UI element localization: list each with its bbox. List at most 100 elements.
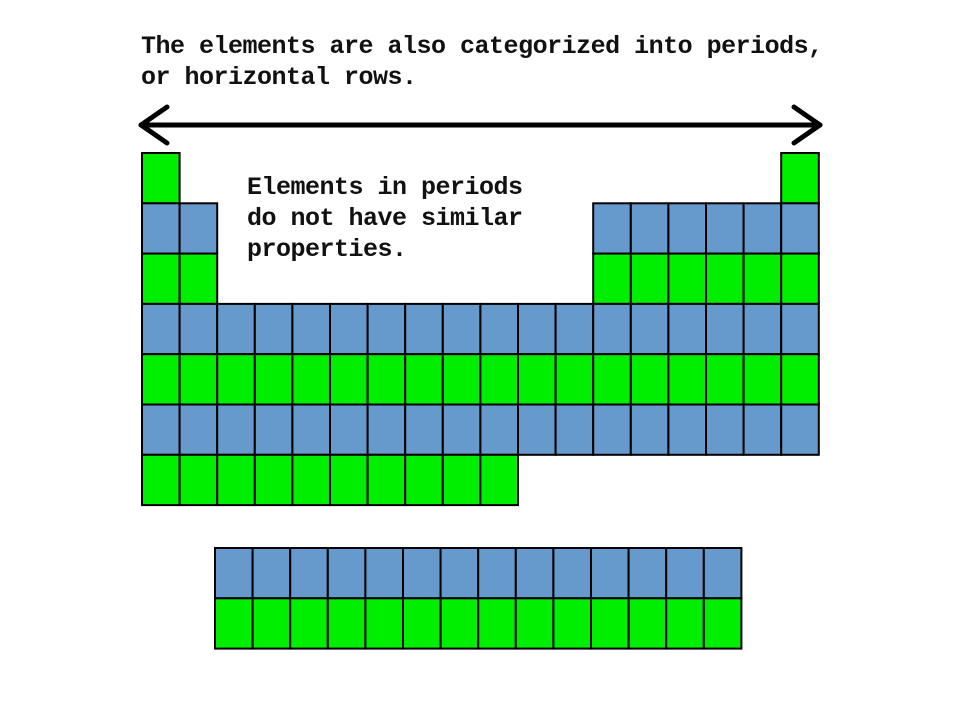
element-cell [592, 202, 632, 255]
element-cell [705, 252, 745, 305]
element-cell [667, 302, 708, 356]
element-cell [439, 547, 480, 600]
element-cell [441, 403, 482, 456]
period-5 [141, 353, 820, 406]
element-cell [402, 597, 442, 650]
element-cell [552, 547, 593, 600]
element-cell [665, 597, 705, 650]
arrow-head-left [138, 104, 170, 146]
element-cell [702, 597, 743, 650]
element-cell [629, 353, 670, 406]
element-cell [592, 252, 632, 305]
element-cell [291, 403, 331, 456]
element-cell [667, 202, 708, 255]
caption-mid-line-2: do not have similar [247, 204, 523, 233]
element-cell [592, 302, 632, 356]
main-table-grid [141, 152, 820, 507]
element-cell [329, 302, 369, 356]
element-cell [742, 353, 783, 406]
element-cell [441, 453, 482, 507]
element-cell [439, 597, 480, 650]
element-cell [216, 302, 256, 356]
element-cell [590, 597, 630, 650]
element-cell [552, 597, 593, 650]
period-6 [141, 403, 820, 456]
element-cell [141, 302, 181, 356]
element-cell [514, 597, 555, 650]
element-cell [627, 547, 668, 600]
element-cell [441, 302, 482, 356]
element-cell [178, 353, 219, 406]
element-cell [629, 302, 670, 356]
element-cell [141, 252, 181, 305]
element-cell [665, 547, 705, 600]
element-cell [366, 403, 407, 456]
element-cell [592, 403, 632, 456]
element-cell [629, 202, 670, 255]
element-cell [251, 597, 292, 650]
element-cell [366, 353, 407, 406]
element-cell [477, 597, 517, 650]
element-cell [141, 403, 181, 456]
element-cell [667, 252, 708, 305]
element-cell [479, 453, 519, 507]
lanthanide-row [214, 547, 743, 600]
element-cell [554, 302, 595, 356]
element-cell [366, 302, 407, 356]
element-cell [329, 353, 369, 406]
element-cell [479, 403, 519, 456]
element-cell [178, 202, 219, 255]
element-cell [216, 353, 256, 406]
element-cell [214, 547, 254, 600]
element-cell [404, 403, 444, 456]
element-cell [253, 453, 294, 507]
caption-mid-line-3: properties. [247, 235, 407, 264]
element-cell [479, 302, 519, 356]
arrow-head-right [791, 104, 823, 146]
element-cell [178, 252, 219, 305]
element-cell [780, 152, 820, 205]
element-cell [251, 547, 292, 600]
element-cell [141, 202, 181, 255]
element-cell [629, 403, 670, 456]
element-cell [253, 353, 294, 406]
element-cell [329, 403, 369, 456]
inner-transition-grid [214, 547, 743, 650]
element-cell [667, 403, 708, 456]
element-cell [291, 453, 331, 507]
element-cell [216, 403, 256, 456]
period-7 [141, 453, 519, 507]
element-cell [742, 302, 783, 356]
element-cell [667, 353, 708, 406]
element-cell [326, 597, 367, 650]
element-cell [291, 353, 331, 406]
element-cell [364, 597, 404, 650]
caption-mid: Elements in periods do not have similar … [247, 172, 523, 265]
element-cell [404, 353, 444, 406]
element-cell [742, 403, 783, 456]
element-cell [517, 403, 557, 456]
element-cell [705, 403, 745, 456]
element-cell [441, 353, 482, 406]
element-cell [253, 302, 294, 356]
element-cell [404, 302, 444, 356]
element-cell [780, 302, 820, 356]
element-cell [705, 202, 745, 255]
element-cell [141, 152, 181, 205]
element-cell [178, 453, 219, 507]
period-4 [141, 302, 820, 356]
caption-top-line-2: or horizontal rows. [141, 63, 417, 92]
element-cell [742, 202, 783, 255]
element-cell [517, 353, 557, 406]
actinide-row [214, 597, 743, 650]
period-3 [141, 252, 820, 305]
element-cell [627, 597, 668, 650]
element-cell [477, 547, 517, 600]
element-cell [178, 403, 219, 456]
element-cell [514, 547, 555, 600]
caption-top: The elements are also categorized into p… [141, 31, 823, 93]
element-cell [742, 252, 783, 305]
